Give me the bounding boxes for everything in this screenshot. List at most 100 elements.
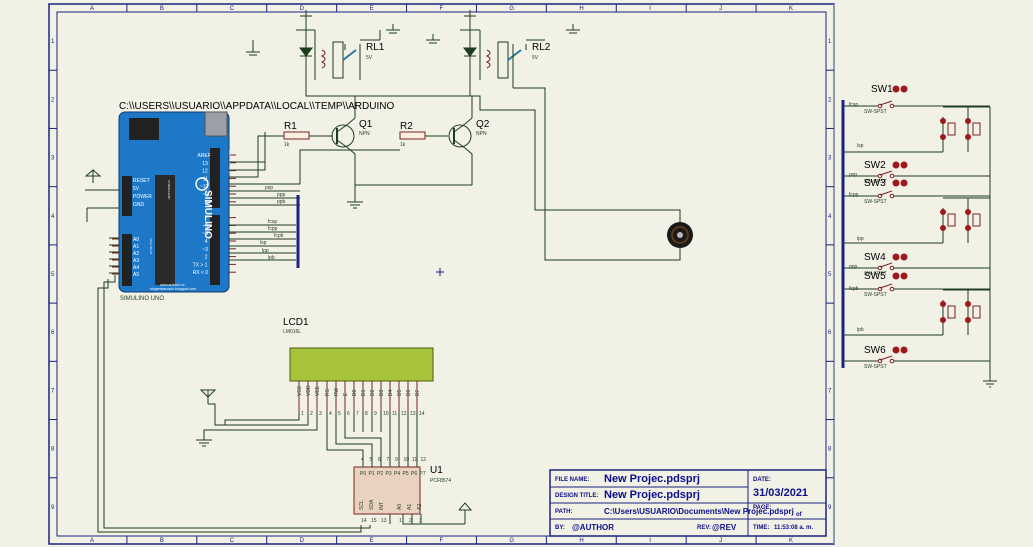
u1-top-pin-label: P1 — [369, 471, 375, 477]
switch-terminal-icon — [940, 209, 946, 215]
frame-row-label-left: 1 — [51, 39, 55, 45]
switch-terminal-icon — [940, 317, 946, 323]
q2-ref: Q2 — [476, 119, 490, 130]
arduino-digital-pin-label: ~6 — [202, 223, 208, 229]
cursor-crosshair-icon — [436, 268, 444, 276]
microcontroller-chip — [155, 175, 175, 285]
switch-terminal-icon — [940, 301, 946, 307]
q1-ref: Q1 — [359, 119, 373, 130]
u1-bottom-pin-label: A2 — [417, 504, 423, 510]
net-fcsp: fcsp — [268, 219, 277, 225]
frame-col-label-top: A — [90, 6, 94, 12]
switch-terminal-icon — [965, 225, 971, 231]
tb-page-of: of — [796, 512, 803, 518]
frame-row-label-right: 9 — [828, 505, 832, 511]
rl1-value: 5V — [366, 55, 373, 61]
frame-row-label-left: 7 — [51, 388, 55, 394]
lcd-pin-number: 14 — [419, 411, 425, 417]
frame-row-label-right: 7 — [828, 388, 832, 394]
resistor-r2[interactable]: R2 1k — [399, 121, 448, 148]
arduino-board[interactable]: SIMULINO www.arduino.cc blogembarcado.bl… — [118, 111, 230, 293]
u1-bottom-pin-number: 15 — [371, 518, 377, 524]
tb-date: 31/03/2021 — [753, 487, 808, 499]
arduino-digital-pin-label: ~11 — [200, 176, 208, 182]
frame-col-label-bottom: F — [440, 538, 444, 544]
lcd-pin-label: D1 — [361, 389, 367, 396]
transistor-q2[interactable] — [448, 117, 473, 185]
frame-col-label-bottom: C — [230, 538, 235, 544]
lcd-pin-label: RW — [334, 387, 340, 396]
switch-contact-block — [843, 197, 990, 244]
frame-col-label-bottom: H — [579, 538, 583, 544]
arduino-analog-pin-label: A1 — [133, 244, 139, 250]
u1-top-pin-label: P5 — [403, 471, 409, 477]
relay-rl1[interactable] — [246, 10, 400, 80]
lcd-pin-number: 2 — [310, 411, 313, 417]
tb-rev: @REV — [712, 523, 737, 532]
u1-bottom-pin-label: A1 — [407, 504, 413, 510]
frame-row-label-left: 2 — [51, 97, 55, 103]
switch-panel: SW1SW-SPSTSW2SW-SPSTSW3SW-SPSTSW4SW-SPST… — [843, 84, 990, 370]
net-ppp: ppp — [277, 192, 286, 198]
lcd-pin-label: VSS — [297, 385, 303, 396]
net-fcpb-right: fcpb — [849, 286, 859, 292]
net-lsp-right: lsp — [857, 143, 864, 149]
arduino-analog-pin-label: A2 — [133, 251, 139, 257]
pcf8574-chip[interactable] — [353, 466, 421, 515]
arduino-header-label: ANALOG IN — [149, 238, 153, 254]
lcd-pin-number: 12 — [401, 411, 407, 417]
tb-design-title-label: DESIGN TITLE: — [555, 493, 598, 499]
switch-contact-block — [843, 289, 990, 336]
lcd-pin-label: D5 — [397, 389, 403, 396]
net-ppb: ppb — [277, 199, 286, 205]
switch-ref: SW5 — [864, 271, 886, 282]
u1-top-pin-label: P7 — [420, 471, 426, 477]
arduino-digital-pin-label: ~5 — [202, 231, 208, 237]
frame-col-label-bottom: E — [370, 538, 374, 544]
u1-model: PCF8574 — [430, 478, 451, 484]
frame-col-label-bottom: A — [90, 538, 94, 544]
switch-terminal-icon — [900, 179, 908, 187]
frame-row-label-left: 4 — [51, 214, 55, 220]
lcd-pin-label: VEE — [315, 385, 321, 396]
frame-row-label-right: 8 — [828, 447, 832, 453]
relay-rl2[interactable] — [426, 10, 580, 88]
arduino-digital-pin-label: 2 — [205, 255, 208, 261]
frame-row-label-left: 8 — [51, 447, 55, 453]
frame-grid-ticks — [49, 4, 834, 544]
switch-ref: SW6 — [864, 345, 886, 356]
frame-col-label-bottom: K — [789, 538, 793, 544]
arduino-power-pin-label: 5V — [133, 186, 140, 192]
net-psp: psp — [265, 185, 273, 191]
frame-col-label-top: F — [440, 6, 444, 12]
u1-bottom-pin-label: INT — [379, 502, 385, 510]
lcd-display[interactable] — [289, 347, 434, 382]
net-fcpp: fcpp — [268, 226, 278, 232]
motor-icon[interactable] — [667, 222, 693, 248]
frame-row-label-left: 6 — [51, 330, 55, 336]
transistor-q1[interactable] — [331, 117, 356, 185]
switch-ref: SW1 — [871, 84, 893, 95]
net-lsp: lsp — [260, 240, 267, 246]
u1-top-pin-number: 9 — [395, 457, 398, 463]
lcd-pin-label: D6 — [406, 389, 412, 396]
frame-col-label-top: I — [649, 6, 651, 12]
switch-type: SW-SPST — [864, 179, 887, 185]
q2-type: NPN — [476, 131, 487, 137]
lcd-pin-number: 10 — [383, 411, 389, 417]
switch-terminal-icon — [900, 346, 908, 354]
u1-top-pin-label: P2 — [377, 471, 383, 477]
frame-col-label-top: B — [160, 6, 164, 12]
resistor-r1[interactable]: R1 1k — [283, 121, 333, 148]
switch-terminal-icon — [900, 85, 908, 93]
lcd-pin-number: 7 — [356, 411, 359, 417]
frame-col-label-top: K — [789, 6, 793, 12]
tb-rev-label: REV: — [697, 525, 711, 531]
